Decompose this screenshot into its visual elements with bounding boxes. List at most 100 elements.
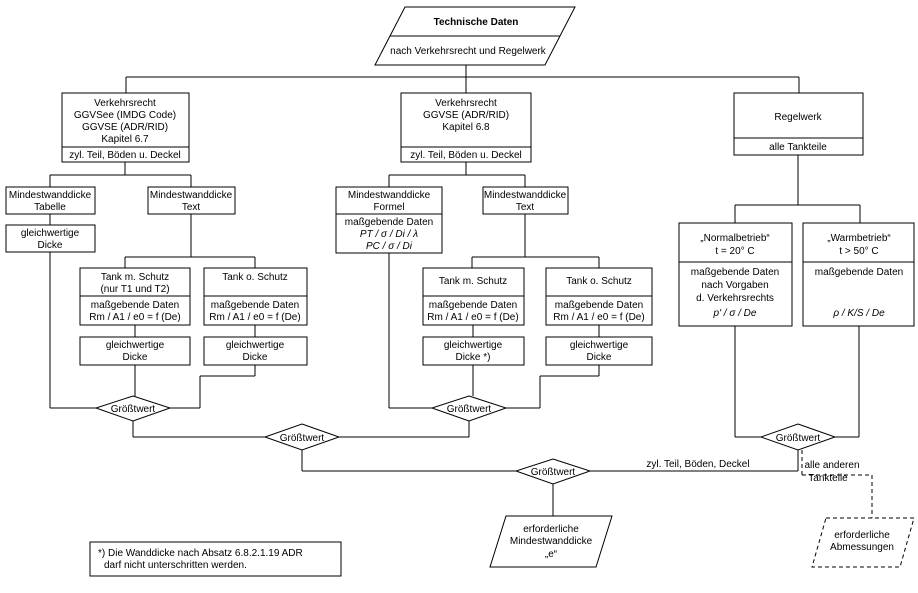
gleich5-line2: Dicke (586, 352, 611, 363)
node-gleichwertige-dicke-1: gleichwertige Dicke (5, 224, 96, 253)
warm-line3: maßgebende Daten (815, 267, 903, 278)
gleich4-line2: Dicke *) (455, 352, 490, 363)
col1-footer: zyl. Teil, Böden u. Deckel (69, 150, 181, 161)
node-gleichwertige-dicke-5: gleichwertige Dicke (545, 336, 653, 366)
gleich3-line2: Dicke (242, 352, 267, 363)
node-tank-o-schutz-1: Tank o. Schutz maßgebende Daten Rm / A1 … (203, 267, 308, 326)
result-line2: Mindestwanddicke (510, 536, 593, 547)
max-mid-label: Größtwert (280, 433, 325, 444)
result-line1: erforderliche (523, 524, 579, 535)
normal-line6: p' / σ / De (713, 308, 757, 319)
normal-line1: „Normalbetrieb“ (700, 233, 769, 244)
formel-vars2: PC / σ / Di (366, 241, 413, 252)
text1-line2: Text (182, 202, 201, 213)
text2-line2: Text (516, 202, 535, 213)
col2-line2: GGVSE (ADR/RID) (423, 110, 509, 121)
node-regelwerk: Regelwerk alle Tankteile (733, 92, 864, 156)
schutz1-line1: Tank m. Schutz (101, 272, 169, 283)
oschutz2-label: Tank o. Schutz (566, 276, 632, 287)
gleich1-line2: Dicke (37, 240, 62, 251)
normal-line5: d. Verkehrsrechts (696, 293, 774, 304)
normal-line3: maßgebende Daten (691, 267, 779, 278)
warm-line1: „Warmbetrieb“ (827, 233, 891, 244)
node-normalbetrieb: „Normalbetrieb“ t = 20° C maßgebende Dat… (678, 222, 793, 327)
gleich3-line1: gleichwertige (226, 340, 285, 351)
normal-line2: t = 20° C (715, 246, 754, 257)
oschutz1-label: Tank o. Schutz (222, 272, 288, 283)
decision-groesstwert-mid: Größtwert (263, 423, 341, 451)
oschutz1-daten: maßgebende Daten (211, 300, 299, 311)
schutz2-formel: Rm / A1 / e0 = f (De) (427, 312, 518, 323)
node-mindestwanddicke-text-2: Mindestwanddicke Text (482, 186, 569, 215)
footnote-line1: *) Die Wanddicke nach Absatz 6.8.2.1.19 … (98, 548, 303, 559)
gleich5-line1: gleichwertige (570, 340, 629, 351)
normal-line4: nach Vorgaben (701, 280, 768, 291)
col1-line4: Kapitel 6.7 (101, 134, 149, 145)
schutz1-formel: Rm / A1 / e0 = f (De) (89, 312, 180, 323)
formel-line1: Mindestwanddicke (348, 190, 431, 201)
col2-line1: Verkehrsrecht (435, 98, 497, 109)
schutz1-line2: (nur T1 und T2) (100, 284, 169, 295)
formel-vars1: PT / σ / Di / λ (360, 229, 418, 240)
other-line1: alle anderen (804, 460, 859, 471)
regelwerk-footer: alle Tankteile (769, 142, 827, 153)
col1-line3: GGVSE (ADR/RID) (82, 122, 168, 133)
node-gleichwertige-dicke-2: gleichwertige Dicke (79, 336, 191, 366)
node-mindestwanddicke-tabelle: Mindestwanddicke Tabelle (5, 186, 96, 215)
max3-label: Größtwert (776, 433, 821, 444)
node-tank-m-schutz-1: Tank m. Schutz (nur T1 und T2) maßgebend… (79, 267, 191, 326)
edge-label-zyl: zyl. Teil, Böden, Deckel (646, 459, 749, 470)
warm-line2: t > 50° C (839, 246, 878, 257)
formel-line2: Formel (373, 202, 404, 213)
gleich2-line2: Dicke (122, 352, 147, 363)
tabelle-line2: Tabelle (34, 202, 66, 213)
node-verkehrsrecht-67: Verkehrsrecht GGVSee (IMDG Code) GGVSE (… (61, 92, 190, 163)
decision-groesstwert-final: Größtwert (514, 458, 592, 485)
technische-daten-title: Technische Daten (434, 17, 519, 28)
node-gleichwertige-dicke-4: gleichwertige Dicke *) (422, 336, 525, 366)
col2-footer: zyl. Teil, Böden u. Deckel (410, 150, 522, 161)
text2-line1: Mindestwanddicke (484, 190, 567, 201)
schutz1-daten: maßgebende Daten (91, 300, 179, 311)
other-line2: Tankteile (808, 473, 848, 484)
node-technische-daten: Technische Daten nach Verkehrsrecht und … (374, 6, 576, 66)
max2-label: Größtwert (447, 404, 492, 415)
decision-groesstwert-2: Größtwert (430, 395, 508, 422)
abm-line2: Abmessungen (830, 542, 894, 553)
warm-line6: ρ / K/S / De (832, 308, 885, 319)
oschutz2-daten: maßgebende Daten (555, 300, 643, 311)
abm-line1: erforderliche (834, 530, 890, 541)
oschutz2-formel: Rm / A1 / e0 = f (De) (553, 312, 644, 323)
col1-line1: Verkehrsrecht (94, 98, 156, 109)
node-erforderliche-mindestwanddicke: erforderliche Mindestwanddicke „e“ (489, 515, 613, 568)
decision-groesstwert-1: Größtwert (94, 395, 172, 422)
max-final-label: Größtwert (531, 467, 576, 478)
node-gleichwertige-dicke-3: gleichwertige Dicke (203, 336, 308, 366)
max1-label: Größtwert (111, 404, 156, 415)
tabelle-line1: Mindestwanddicke (9, 190, 92, 201)
node-erforderliche-abmessungen: erforderliche Abmessungen (811, 517, 915, 568)
footnote: *) Die Wanddicke nach Absatz 6.8.2.1.19 … (89, 541, 342, 577)
col1-line2: GGVSee (IMDG Code) (74, 110, 176, 121)
node-warmbetrieb: „Warmbetrieb“ t > 50° C maßgebende Daten… (802, 222, 915, 327)
gleich1-line1: gleichwertige (21, 228, 80, 239)
node-tank-m-schutz-2: Tank m. Schutz maßgebende Daten Rm / A1 … (422, 267, 525, 326)
node-tank-o-schutz-2: Tank o. Schutz maßgebende Daten Rm / A1 … (545, 267, 653, 326)
regelwerk-title: Regelwerk (774, 112, 822, 123)
gleich2-line1: gleichwertige (106, 340, 165, 351)
formel-daten: maßgebende Daten (345, 217, 433, 228)
oschutz1-formel: Rm / A1 / e0 = f (De) (209, 312, 300, 323)
schutz2-daten: maßgebende Daten (429, 300, 517, 311)
result-line3: „e“ (545, 549, 557, 560)
text1-line1: Mindestwanddicke (150, 190, 233, 201)
footnote-line2: darf nicht unterschritten werden. (104, 560, 247, 571)
gleich4-line1: gleichwertige (444, 340, 503, 351)
decision-groesstwert-3: Größtwert (759, 423, 837, 451)
node-mindestwanddicke-text-1: Mindestwanddicke Text (147, 186, 236, 215)
node-mindestwanddicke-formel: Mindestwanddicke Formel maßgebende Daten… (335, 186, 443, 254)
technische-daten-subtitle: nach Verkehrsrecht und Regelwerk (390, 46, 547, 57)
col2-line3: Kapitel 6.8 (442, 122, 490, 133)
schutz2-label: Tank m. Schutz (439, 276, 507, 287)
node-verkehrsrecht-68: Verkehrsrecht GGVSE (ADR/RID) Kapitel 6.… (400, 92, 532, 163)
